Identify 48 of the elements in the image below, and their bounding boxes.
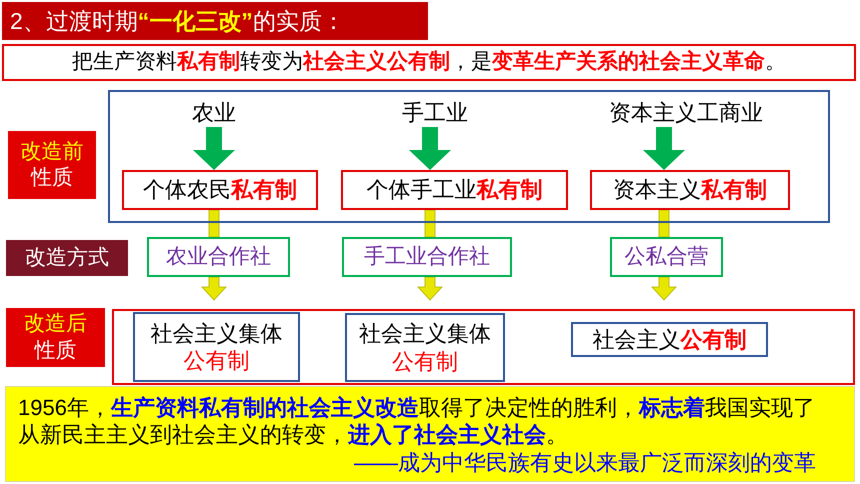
ownership-box	[133, 312, 300, 382]
ownership-box	[122, 170, 318, 210]
sector-label: 手工业	[396, 99, 474, 127]
block-arrow	[201, 276, 227, 301]
ownership-text: 社会主义集体	[150, 320, 282, 347]
summary-box	[5, 386, 855, 482]
method-text: 农业合作社	[166, 244, 271, 270]
method-box	[342, 237, 512, 277]
sector-label: 资本主义工商业	[596, 99, 776, 127]
ownership-text: 社会主义公有制	[592, 326, 746, 354]
method-text: 公私合营	[624, 244, 708, 270]
row-label-box	[8, 131, 96, 199]
ownership-box	[571, 322, 768, 357]
row-label-box	[6, 240, 128, 276]
row-label-text: 改造方式	[25, 244, 109, 271]
method-text: 手工业合作社	[364, 244, 490, 270]
connector-bar	[658, 210, 670, 238]
ownership-box	[341, 170, 568, 210]
row-label-text: 改造后	[24, 311, 87, 338]
ownership-box	[590, 170, 790, 210]
before-box	[108, 90, 830, 223]
after-box	[112, 309, 855, 385]
row-label-box	[6, 308, 105, 367]
row-label-text: 性质	[34, 338, 76, 364]
block-arrow	[651, 276, 677, 301]
block-arrow	[643, 127, 685, 170]
statement-box	[2, 44, 856, 81]
ownership-text: 个体手工业私有制	[366, 176, 542, 204]
ownership-text: 个体农民私有制	[143, 176, 297, 204]
ownership-text: 资本主义私有制	[613, 176, 767, 204]
method-box	[147, 237, 290, 277]
method-box	[610, 237, 723, 277]
ownership-text: 公有制	[184, 347, 250, 374]
block-arrow	[417, 276, 443, 301]
ownership-box	[345, 313, 505, 382]
summary-signature: ——成为中华民族有史以来最广泛而深刻的变革	[354, 448, 816, 476]
ownership-text: 社会主义集体	[359, 320, 491, 348]
connector-bar	[424, 210, 436, 238]
summary-paragraph: 1956年，生产资料私有制的社会主义改造取得了决定性的胜利，标志着我国实现了从新民主主义到社会主义的转变，进入了社会主义社会。	[18, 394, 816, 449]
statement-text: 把生产资料私有制转变为社会主义公有制，是变革生产关系的社会主义革命。	[72, 49, 786, 76]
connector-bar	[208, 210, 220, 238]
title-banner: 2、过渡时期“一化三改”的实质：	[2, 2, 428, 40]
row-label-text: 性质	[31, 165, 73, 191]
ownership-text: 公有制	[392, 348, 458, 375]
row-label-text: 改造前	[20, 138, 84, 165]
sector-label: 农业	[186, 99, 242, 127]
block-arrow	[193, 127, 235, 170]
block-arrow	[409, 127, 451, 170]
